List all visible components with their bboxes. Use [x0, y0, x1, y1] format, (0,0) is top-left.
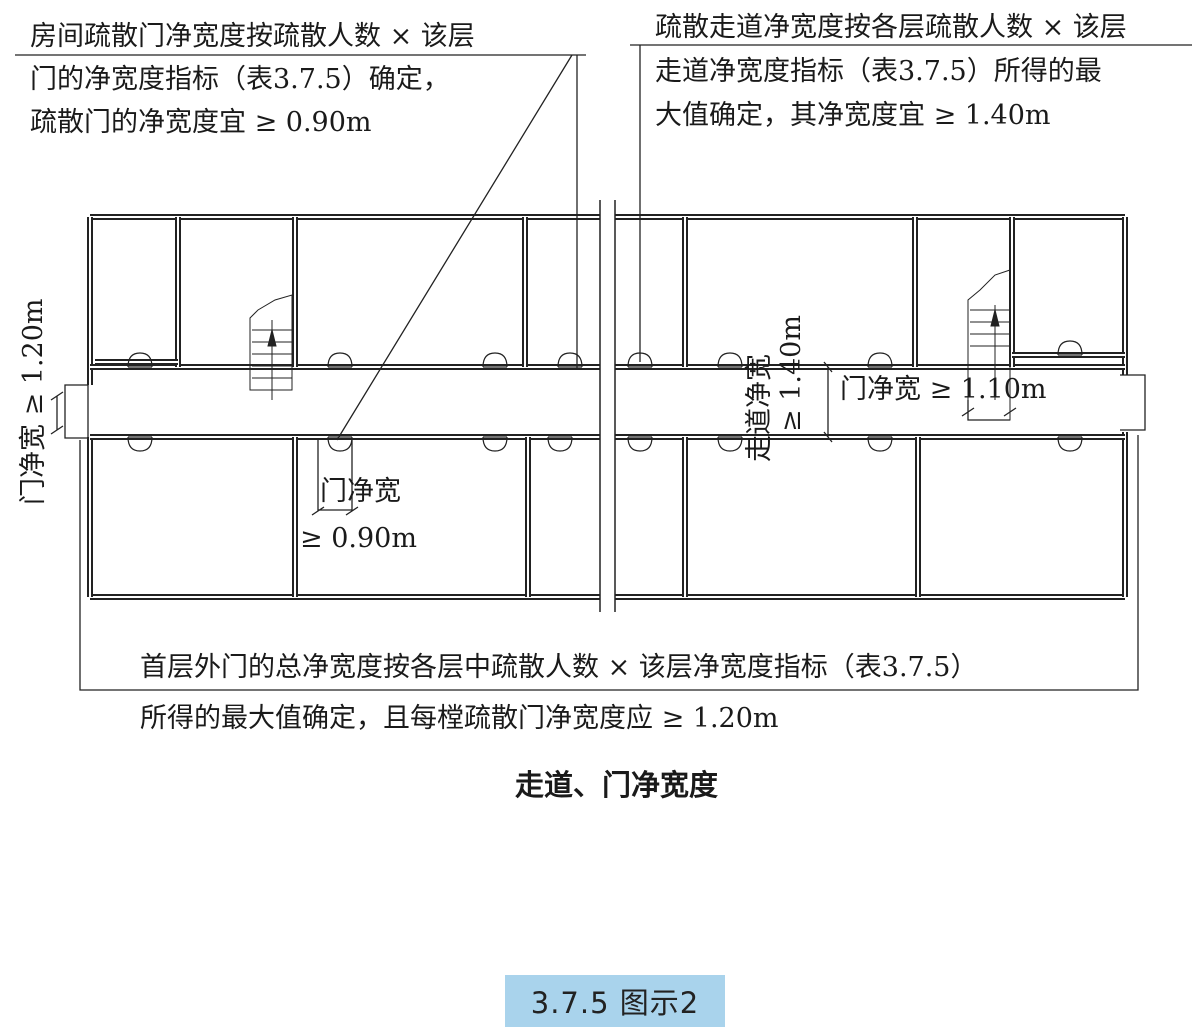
room-door-dimension-value: ≥ 0.90m	[300, 523, 417, 554]
door-symbol	[482, 352, 508, 368]
corridor-note-line-2: 走道净宽度指标（表3.7.5）所得的最	[655, 56, 1102, 87]
room-door-note-line-1: 房间疏散门净宽度按疏散人数 × 该层	[30, 21, 475, 52]
door-symbol	[717, 352, 743, 368]
room-door-note-line-2: 门的净宽度指标（表3.7.5）确定，	[30, 64, 450, 95]
corridor-dimension-value: ≥ 1.40m	[776, 315, 807, 432]
door-symbol	[1057, 340, 1083, 356]
walls	[87, 214, 1128, 600]
door-symbol	[627, 352, 653, 368]
door-symbol	[327, 436, 353, 452]
door-symbol	[327, 352, 353, 368]
room-door-note-line-3: 疏散门的净宽度宜 ≥ 0.90m	[30, 107, 372, 138]
figure-title: 走道、门净宽度	[515, 768, 718, 802]
stair-door-dimension: 门净宽 ≥ 1.10m	[840, 374, 1047, 405]
break-line	[599, 200, 616, 612]
doors	[127, 340, 1083, 452]
exit-door-note-line-2: 所得的最大值确定，且每樘疏散门净宽度应 ≥ 1.20m	[140, 703, 779, 734]
door-symbol	[867, 352, 893, 368]
door-symbol	[627, 436, 653, 452]
door-symbol	[482, 436, 508, 452]
leader-lines	[15, 44, 1192, 691]
door-symbol	[867, 436, 893, 452]
door-symbol	[127, 352, 153, 368]
exit-door-dimension: 门净宽 ≥ 1.20m	[18, 298, 49, 505]
corridor-note-line-1: 疏散走道净宽度按各层疏散人数 × 该层	[655, 12, 1127, 43]
door-symbol	[1057, 436, 1083, 452]
door-symbol	[557, 352, 583, 368]
door-symbol	[547, 436, 573, 452]
corridor-note-line-3: 大值确定，其净宽度宜 ≥ 1.40m	[655, 100, 1051, 131]
door-symbol	[127, 436, 153, 452]
room-door-dimension-label: 门净宽	[320, 476, 401, 507]
exit-door-note-line-1: 首层外门的总净宽度按各层中疏散人数 × 该层净宽度指标（表3.7.5）	[140, 652, 978, 683]
door-symbol	[717, 436, 743, 452]
corridor-dimension-label: 走道净宽	[744, 354, 775, 462]
figure-caption: 3.7.5 图示2	[505, 975, 725, 1027]
